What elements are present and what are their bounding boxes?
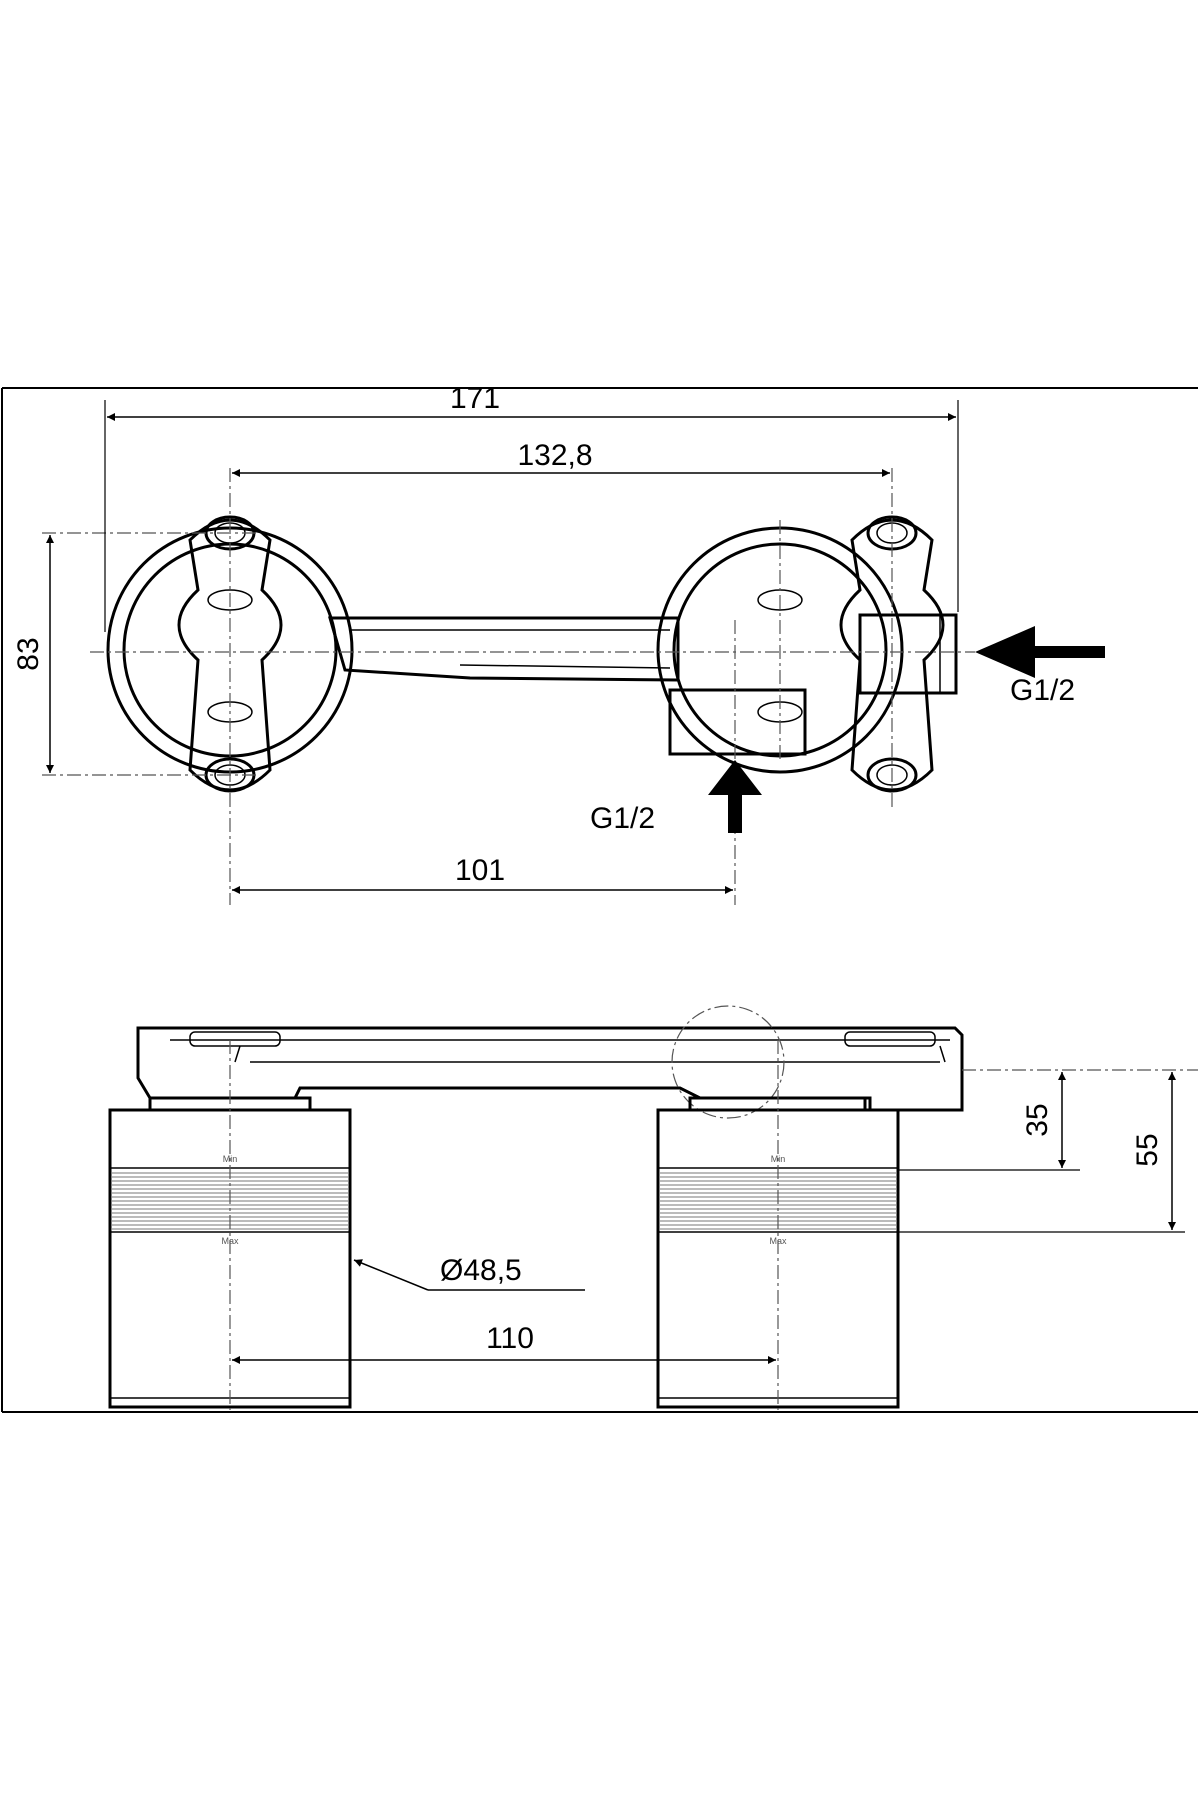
side-view-centerlines <box>229 1040 1198 1410</box>
dimension-110-label: 110 <box>486 1322 534 1355</box>
side-inlet-block <box>858 613 958 695</box>
side-inlet-label: G1/2 <box>1010 674 1075 707</box>
dimension-35: 35 <box>1021 1072 1066 1168</box>
diameter-label: Ø48,5 <box>440 1254 522 1287</box>
bottom-inlet-block <box>668 688 807 756</box>
dimension-55: 55 <box>1131 1072 1176 1230</box>
dimension-83-label: 83 <box>12 637 45 670</box>
side-view: Min Max Min Max <box>108 1005 1198 1410</box>
top-view-centerlines <box>42 468 975 905</box>
dimension-83: 83 <box>12 535 54 773</box>
side-inlet-arrow: G1/2 <box>975 626 1105 707</box>
bottom-inlet-label: G1/2 <box>590 802 655 835</box>
diameter-callout: Ø48,5 <box>353 1254 585 1291</box>
dimension-110: 110 <box>232 1322 776 1364</box>
dimension-55-label: 55 <box>1131 1133 1164 1166</box>
dimension-101-label: 101 <box>455 854 505 887</box>
dimension-132-8-label: 132,8 <box>517 439 592 472</box>
bottom-inlet-arrow: G1/2 <box>590 760 762 835</box>
drawing-frame <box>1 387 1198 1413</box>
dimension-171: 171 <box>107 382 956 421</box>
dimension-101: 101 <box>232 854 733 894</box>
top-view: 171 132,8 83 101 G1/2 G1/2 <box>12 382 1105 905</box>
side-housing <box>136 1005 964 1119</box>
dimension-171-label: 171 <box>450 382 500 415</box>
dimension-132-8: 132,8 <box>232 439 890 477</box>
dimension-35-label: 35 <box>1021 1103 1054 1136</box>
top-view-extension-lines <box>104 400 959 632</box>
side-view-extension-lines <box>898 1169 1185 1233</box>
connecting-bar <box>328 616 680 682</box>
